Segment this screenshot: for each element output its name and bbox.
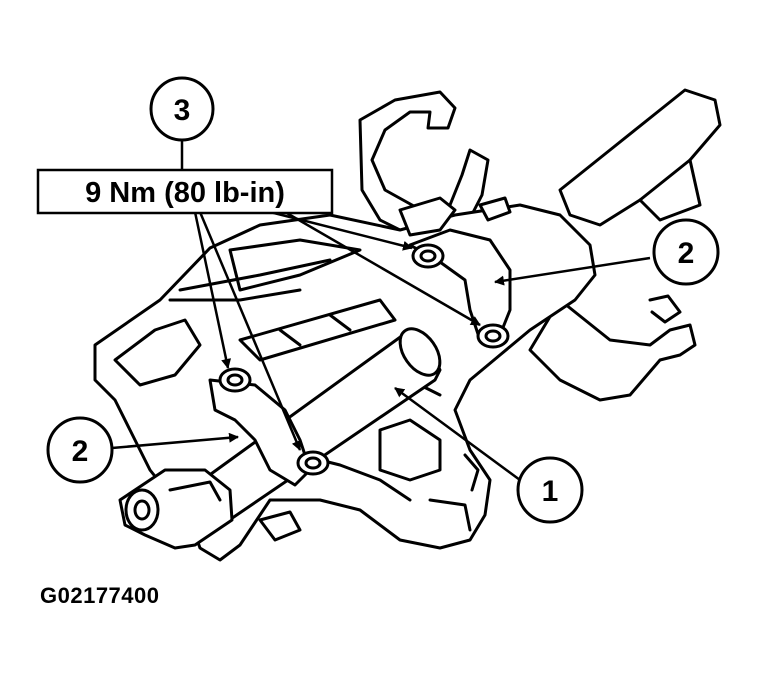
left-clamp-nut-lower [296,450,330,476]
callout-3: 3 [149,76,215,142]
left-clamp-nut-upper [218,367,252,393]
leader-lines [111,140,651,482]
torque-spec-text: 9 Nm (80 lb-in) [85,177,285,209]
torque-spec-box: 9 Nm (80 lb-in) [36,168,334,215]
callout-2-left: 2 [46,416,114,484]
callout-1: 1 [516,456,584,524]
right-clamp-nut-upper [411,243,445,269]
steering-column-assembly [93,88,722,562]
tilt-lever [558,88,722,227]
shaft-bore [124,488,160,532]
callout-2-right-label: 2 [678,237,695,270]
callout-3-label: 3 [174,94,191,127]
callout-1-label: 1 [542,475,559,508]
callout-2-right: 2 [652,218,720,286]
figure-id: G02177400 [40,583,160,608]
lower-hook-bracket [528,298,697,402]
callout-2-left-label: 2 [72,435,89,468]
right-clamp-nut-lower [476,323,510,349]
left-shaft-clamp [208,378,312,487]
